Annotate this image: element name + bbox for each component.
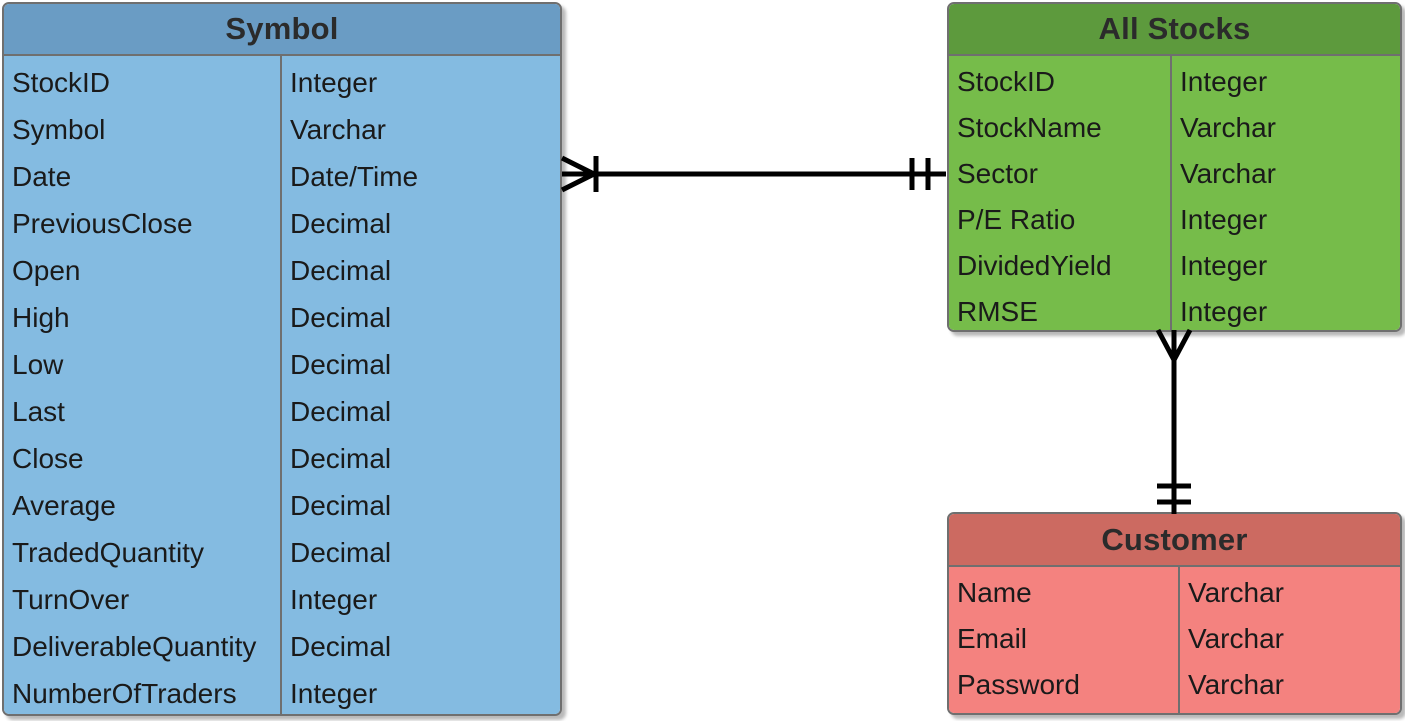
crows-foot-many-all-stocks-end [1155,328,1193,362]
attribute-type: Varchar [1188,623,1284,654]
attribute-name: High [12,301,70,333]
attribute-type: Decimal [290,254,392,286]
attribute-name: Open [12,254,81,286]
attribute-name: Name [957,577,1032,608]
attribute-type: Decimal [290,348,392,380]
attribute-name: Email [957,623,1028,654]
crows-foot-many-symbol-end [560,155,596,193]
attribute-name: TurnOver [12,583,130,615]
entity-all-stocks[interactable]: All Stocks StockID Integer StockName Var… [947,2,1402,332]
attribute-name: Sector [957,158,1038,189]
attribute-type: Varchar [290,113,386,145]
attribute-row[interactable]: DividedYield Integer [949,243,1400,289]
relationship-symbol-all-stocks[interactable] [556,150,954,210]
attribute-name: DeliverableQuantity [12,630,257,662]
attribute-row[interactable]: Date Date/Time [4,153,560,200]
attribute-name: NumberOfTraders [12,677,237,709]
attribute-row[interactable]: RMSE Integer [949,289,1400,330]
entity-all-stocks-attributes: StockID Integer StockName Varchar Sector… [949,56,1400,330]
attribute-type: Varchar [1188,669,1284,700]
attribute-name: Last [12,395,65,427]
attribute-row[interactable]: Symbol Varchar [4,106,560,153]
attribute-type: Decimal [290,442,392,474]
attribute-type: Integer [290,66,378,98]
attribute-row[interactable]: StockID Integer [949,59,1400,105]
attribute-name: PreviousClose [12,207,193,239]
attribute-row[interactable]: TradedQuantity Decimal [4,529,560,576]
attribute-type: Integer [1180,204,1268,235]
attribute-type: Decimal [290,489,392,521]
attribute-name: StockID [12,66,111,98]
attribute-row[interactable]: Open Decimal [4,247,560,294]
attribute-type: Decimal [290,536,392,568]
column-divider [1178,567,1180,713]
attribute-row[interactable]: Low Decimal [4,341,560,388]
entity-symbol[interactable]: Symbol StockID Integer Symbol Varchar Da… [2,2,562,716]
attribute-name: StockName [957,112,1102,143]
entity-customer-attributes: Name Varchar Email Varchar Password Varc… [949,567,1400,713]
attribute-type: Decimal [290,301,392,333]
column-divider [1170,56,1172,330]
attribute-type: Integer [1180,250,1268,281]
attribute-name: StockID [957,66,1056,97]
attribute-row[interactable]: Average Decimal [4,482,560,529]
attribute-name: Average [12,489,116,521]
attribute-row[interactable]: Close Decimal [4,435,560,482]
attribute-name: TradedQuantity [12,536,204,568]
entity-symbol-title: Symbol [4,4,560,56]
attribute-type: Varchar [1180,158,1276,189]
attribute-name: Date [12,160,72,192]
attribute-row[interactable]: StockID Integer [4,59,560,106]
attribute-name: Low [12,348,64,380]
attribute-row[interactable]: Password Varchar [949,662,1400,708]
attribute-name: RMSE [957,296,1038,327]
attribute-row[interactable]: Name Varchar [949,570,1400,616]
entity-customer[interactable]: Customer Name Varchar Email Varchar Pass… [947,512,1402,715]
attribute-type: Integer [290,677,378,709]
attribute-row[interactable]: P/E Ratio Integer [949,197,1400,243]
relationship-all-stocks-customer[interactable] [1145,326,1205,518]
entity-all-stocks-title: All Stocks [949,4,1400,56]
attribute-type: Varchar [1180,112,1276,143]
attribute-row[interactable]: NumberOfTraders Integer [4,670,560,714]
attribute-row[interactable]: High Decimal [4,294,560,341]
attribute-type: Integer [290,583,378,615]
attribute-type: Varchar [1188,577,1284,608]
attribute-row[interactable]: PreviousClose Decimal [4,200,560,247]
attribute-name: P/E Ratio [957,204,1076,235]
attribute-row[interactable]: StockName Varchar [949,105,1400,151]
attribute-row[interactable]: Email Varchar [949,616,1400,662]
attribute-name: Close [12,442,84,474]
attribute-type: Decimal [290,207,392,239]
attribute-name: DividedYield [957,250,1112,281]
attribute-type: Integer [1180,66,1268,97]
attribute-type: Decimal [290,630,392,662]
attribute-row[interactable]: Sector Varchar [949,151,1400,197]
entity-customer-title: Customer [949,514,1400,567]
attribute-row[interactable]: DeliverableQuantity Decimal [4,623,560,670]
attribute-type: Date/Time [290,160,419,192]
entity-symbol-attributes: StockID Integer Symbol Varchar Date Date… [4,56,560,714]
attribute-row[interactable]: TurnOver Integer [4,576,560,623]
attribute-name: Password [957,669,1080,700]
attribute-type: Decimal [290,395,392,427]
column-divider [280,56,282,714]
attribute-row[interactable]: Last Decimal [4,388,560,435]
attribute-type: Integer [1180,296,1268,327]
attribute-name: Symbol [12,113,106,145]
